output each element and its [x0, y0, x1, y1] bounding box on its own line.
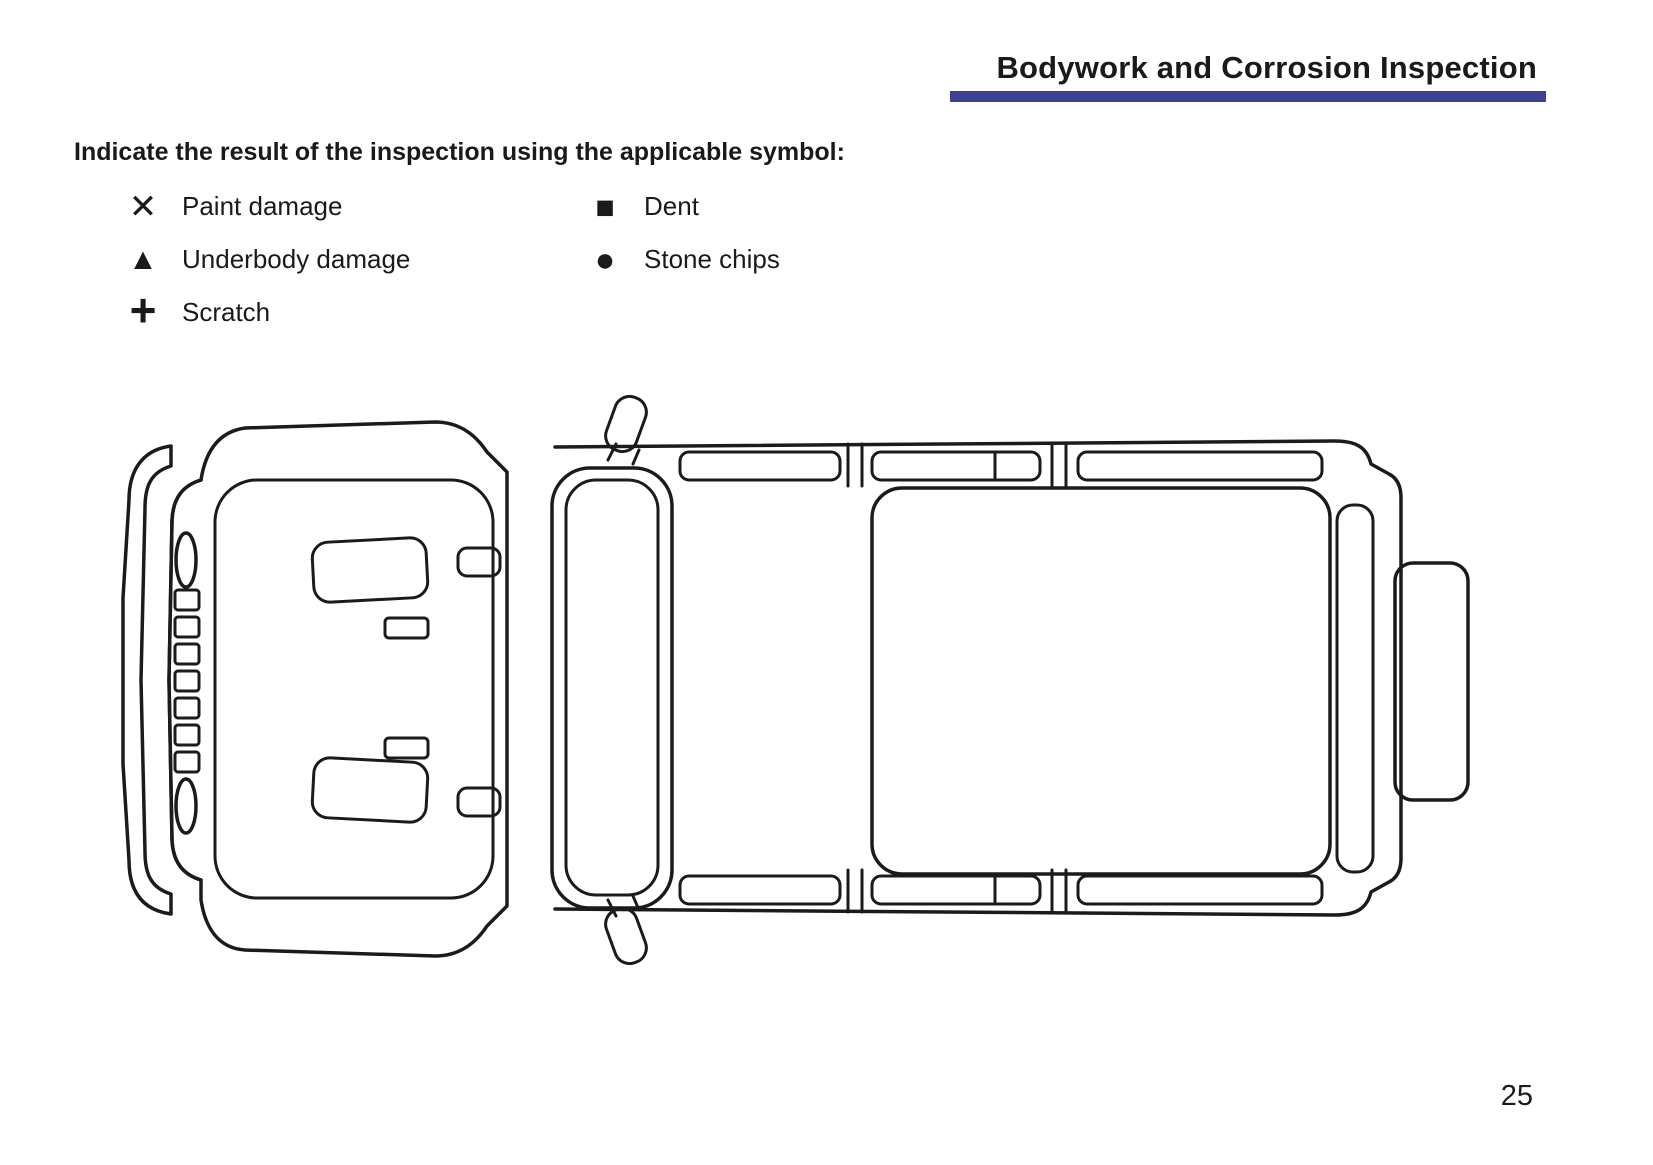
hood-vent-left: [310, 536, 430, 604]
legend-item-stone-chips: ● Stone chips: [580, 233, 780, 286]
legend-item-label: Stone chips: [644, 244, 780, 274]
x-mark-icon: ✕: [128, 187, 158, 226]
windshield-glass: [564, 478, 660, 897]
hood-latch-left: [456, 546, 502, 578]
door-top-rear-right: [1076, 874, 1324, 906]
legend-item-scratch: + Scratch: [118, 286, 410, 339]
legend-item-paint-damage: ✕ Paint damage: [118, 180, 410, 233]
windshield-frame: [550, 466, 674, 910]
headlight-right: [174, 777, 198, 835]
sport-bar-front-left: [846, 442, 864, 488]
filled-circle-icon: ●: [594, 240, 616, 279]
page-title: Bodywork and Corrosion Inspection: [996, 50, 1537, 85]
plus-icon: +: [129, 283, 157, 336]
hood-inner-panel: [213, 478, 495, 900]
door-top-rear-left: [1076, 450, 1324, 482]
headlight-left: [174, 531, 198, 589]
door-top-front-left: [678, 450, 842, 482]
symbol-legend-column-1: ✕ Paint damage ▲ Underbody damage + Scra…: [118, 180, 410, 339]
door-top-front-right: [678, 874, 842, 906]
spare-tire: [1393, 561, 1470, 802]
legend-item-underbody-damage: ▲ Underbody damage: [118, 233, 410, 286]
filled-triangle-icon: ▲: [128, 242, 158, 276]
body-outline: [553, 439, 1403, 917]
hood-latch-right: [456, 786, 502, 818]
mirror-left: [604, 394, 648, 454]
sport-bar-rear-right: [1050, 868, 1068, 914]
instruction-text: Indicate the result of the inspection us…: [74, 138, 845, 166]
door-top-mid-left: [870, 450, 1042, 482]
vehicle-top-view-diagram: [105, 388, 1475, 973]
hood-detail-right: [383, 736, 430, 760]
mirror-left-stalk: [606, 442, 641, 466]
sport-bar-front-right: [846, 868, 864, 914]
tailgate-window: [1335, 503, 1375, 874]
hood-detail-left: [383, 616, 430, 640]
title-underline-bar: [950, 91, 1546, 102]
hood-outline: [167, 420, 509, 958]
page-number: 25: [1500, 1080, 1533, 1112]
grille-slots: [173, 588, 201, 774]
legend-item-label: Underbody damage: [182, 244, 411, 274]
filled-square-icon: ■: [595, 188, 615, 225]
legend-item-dent: ■ Dent: [580, 180, 780, 233]
door-top-mid-right: [870, 874, 1042, 906]
hood-vent-right: [310, 756, 430, 824]
roof-panel: [870, 486, 1332, 876]
symbol-legend-column-2: ■ Dent ● Stone chips: [580, 180, 780, 286]
vehicle-outline-svg: [121, 394, 1470, 966]
mirror-right-stalk: [606, 894, 641, 918]
legend-item-label: Dent: [644, 191, 699, 221]
legend-item-label: Paint damage: [182, 191, 343, 221]
front-bumper: [121, 444, 173, 916]
sport-bar-rear-left: [1050, 442, 1068, 488]
legend-item-label: Scratch: [182, 297, 271, 327]
mirror-right: [604, 906, 648, 966]
